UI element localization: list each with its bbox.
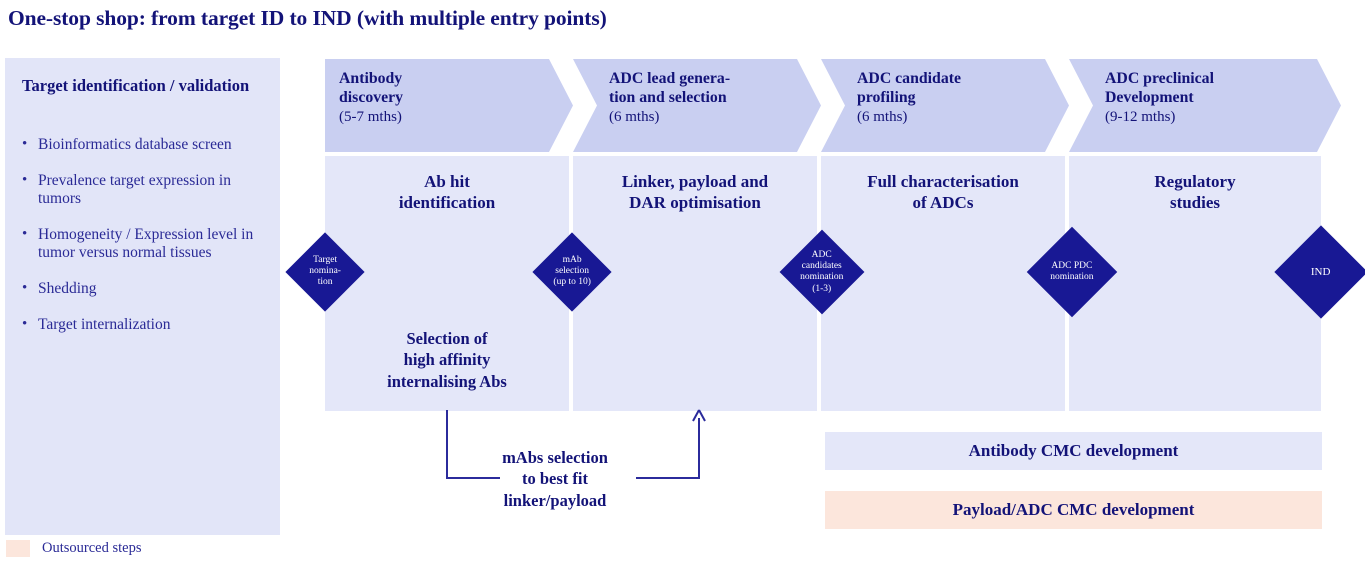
phase-duration: (9-12 mths) — [1105, 108, 1176, 125]
bullet-text: Homogeneity / Expression level in tumor … — [38, 225, 254, 262]
phase-body-title: Ab hit identification — [325, 171, 569, 214]
phase-body-title-line2: DAR optimisation — [629, 193, 761, 213]
phase-header-antibody-discovery: Antibody discovery (5-7 mths) — [325, 59, 573, 152]
phase-header-adc-lead-generation: ADC lead genera- tion and selection (6 m… — [573, 59, 821, 152]
bracket-note-line2: to best fit — [522, 469, 588, 489]
phase-header-text: Antibody discovery (5-7 mths) — [325, 70, 573, 127]
phase-body-title: Regulatory studies — [1069, 171, 1321, 214]
list-item: • Shedding — [18, 280, 276, 299]
milestone-label: ADC PDC nomination — [1050, 260, 1094, 282]
bracket-annotation-text: mAbs selection to best fit linker/payloa… — [480, 447, 630, 511]
phase-body-sub-line1: Selection of — [406, 329, 488, 348]
phase-duration: (6 mths) — [857, 108, 908, 125]
target-identification-panel: Target identification / validation • Bioi… — [5, 58, 280, 535]
phase-body-antibody-discovery: Ab hit identification Selection of high … — [325, 156, 569, 411]
bullet-text: Shedding — [38, 279, 97, 297]
bullet-text: Target internalization — [38, 315, 171, 333]
phase-header-title-line1: ADC lead genera- — [609, 70, 731, 87]
legend-label: Outsourced steps — [42, 540, 142, 556]
left-panel-title: Target identification / validation — [22, 76, 250, 95]
phase-header-text: ADC candidate profiling (6 mths) — [821, 70, 1069, 127]
bullet-icon: • — [22, 315, 28, 332]
milestone-label: mAb selection (up to 10) — [553, 255, 591, 288]
bracket-note-line1: mAbs selection — [502, 448, 608, 467]
bullet-text: Bioinformatics database screen — [38, 136, 232, 153]
page-title: One-stop shop: from target ID to IND (wi… — [8, 6, 607, 30]
bullet-icon: • — [22, 171, 28, 188]
list-item: • Bioinformatics database screen — [18, 136, 276, 155]
phase-body-adc-lead-generation: Linker, payload and DAR optimisation — [573, 156, 817, 411]
phase-header-title-line1: Antibody — [339, 70, 403, 87]
legend: Outsourced steps — [6, 540, 141, 557]
phase-body-title-line1: Ab hit — [424, 172, 470, 191]
milestone-label: Target nomina- tion — [309, 255, 341, 288]
bullet-icon: • — [22, 136, 28, 152]
phase-body-title: Full characterisation of ADCs — [821, 171, 1065, 214]
phase-duration: (6 mths) — [609, 108, 660, 125]
phase-body-title-line2: identification — [398, 193, 496, 213]
phase-header-adc-candidate-profiling: ADC candidate profiling (6 mths) — [821, 59, 1069, 152]
phase-header-title-line2: profiling — [857, 88, 916, 106]
phase-body-title: Linker, payload and DAR optimisation — [573, 171, 817, 214]
bullet-icon: • — [22, 279, 28, 296]
phase-header-title-line1: ADC preclinical — [1105, 70, 1214, 87]
left-panel-bullet-list: • Bioinformatics database screen • Prevale… — [18, 136, 276, 351]
phase-header-adc-preclinical-development: ADC preclinical Development (9-12 mths) — [1069, 59, 1341, 152]
phase-body-title-line1: Linker, payload and — [621, 172, 769, 191]
phase-body-sub-line2: high affinity — [403, 350, 491, 370]
legend-swatch-outsourced — [6, 540, 30, 557]
phase-body-adc-candidate-profiling: Full characterisation of ADCs — [821, 156, 1065, 411]
phase-duration: (5-7 mths) — [339, 108, 402, 125]
phase-header-title-line2: tion and selection — [609, 88, 727, 106]
phase-header-text: ADC lead genera- tion and selection (6 m… — [573, 70, 821, 127]
phase-body-title-line1: Full characterisation — [867, 172, 1019, 191]
phase-body-subtitle: Selection of high affinity internalising… — [325, 328, 569, 392]
list-item: • Prevalence target expression in tumors — [18, 172, 276, 209]
list-item: • Target internalization — [18, 316, 276, 335]
phase-body-adc-preclinical-development: Regulatory studies — [1069, 156, 1321, 411]
milestone-label: ADC candidates nomination (1-3) — [800, 249, 844, 294]
cmc-bar-label: Antibody CMC development — [968, 441, 1179, 460]
bullet-icon: • — [22, 225, 28, 242]
cmc-bar-label: Payload/ADC CMC development — [952, 500, 1195, 519]
phase-body-sub-line3: internalising Abs — [387, 371, 507, 391]
phase-header-title-line1: ADC candidate — [857, 70, 961, 87]
milestone-label: IND — [1311, 265, 1331, 278]
phase-header-text: ADC preclinical Development (9-12 mths) — [1069, 70, 1341, 127]
bracket-note-line3: linker/payload — [503, 490, 607, 510]
list-item: • Homogeneity / Expression level in tumor… — [18, 226, 276, 263]
mabs-selection-bracket — [446, 409, 706, 479]
phase-header-title-line2: discovery — [339, 88, 404, 106]
phase-body-title-line2: studies — [1169, 193, 1221, 213]
phase-header-title-line2: Development — [1105, 88, 1194, 106]
phase-body-title-line2: of ADCs — [912, 193, 974, 213]
cmc-bar-payload-adc: Payload/ADC CMC development — [825, 491, 1322, 529]
cmc-bar-antibody: Antibody CMC development — [825, 432, 1322, 470]
bullet-text: Prevalence target expression in tumors — [38, 171, 231, 208]
phase-body-title-line1: Regulatory — [1154, 172, 1236, 191]
